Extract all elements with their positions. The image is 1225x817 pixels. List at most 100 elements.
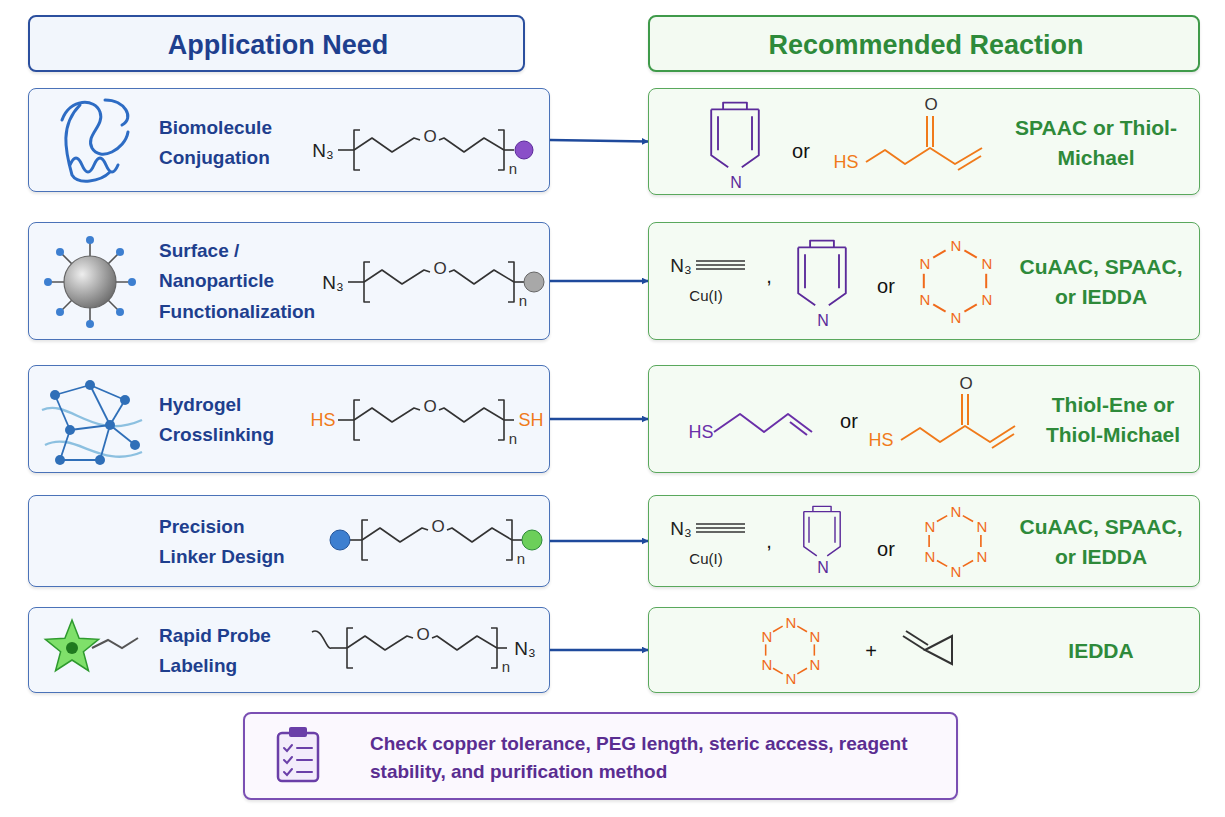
repeat-subscript: n (502, 658, 510, 676)
oxygen-label: O (433, 259, 446, 279)
header-box: Recommended Reaction (648, 15, 1200, 72)
nitrogen-label: N (730, 173, 742, 192)
reaction-name: SPAAC or Thiol-Michael (1011, 113, 1181, 174)
repeat-subscript: n (509, 430, 517, 448)
reaction-box: HS orHS O Thiol-Ene or Thiol-Michael (648, 365, 1200, 473)
application-label: Biomolecule Conjugation (159, 113, 304, 174)
tetrazine-nitrogen: N (951, 503, 962, 521)
tetrazine-nitrogen: N (951, 563, 962, 581)
nitrogen-label: N (817, 558, 829, 577)
thiol-label: HS (688, 422, 713, 444)
connector-word: or (877, 537, 895, 561)
reaction-box: N₃Cu(I),NorNNNNNNCuAAC, SPAAC, or IEDDA (648, 222, 1200, 340)
column-header: Recommended Reaction (768, 29, 1083, 61)
azide-label: N₃ (514, 638, 535, 661)
catalyst-label: Cu(I) (689, 287, 722, 305)
repeat-subscript: n (517, 550, 525, 568)
thiol-michael-chain (866, 116, 1015, 448)
connector-word: + (865, 639, 877, 663)
tetrazine-nitrogen: N (982, 255, 993, 273)
tetrazine-nitrogen: N (925, 518, 936, 536)
oxygen-label: O (423, 127, 436, 147)
tetrazine-nitrogen: N (982, 291, 993, 309)
catalyst-label: Cu(I) (689, 550, 722, 568)
need-box: Precision Linker Design On (28, 495, 550, 587)
column-header: Application Need (168, 29, 389, 61)
nanoparticle-icon (44, 236, 136, 328)
tetrazine-nitrogen: N (977, 518, 988, 536)
reaction-box: NorHS O SPAAC or Thiol-Michael (648, 88, 1200, 195)
tetrazine-nitrogen: N (920, 255, 931, 273)
tetrazine-ring (766, 250, 987, 673)
probe-icon (45, 620, 138, 671)
connector-word: or (792, 139, 810, 163)
tetrazine-nitrogen: N (977, 548, 988, 566)
dbco-structure (711, 103, 846, 556)
alkyne-bond (696, 261, 745, 532)
need-box: Rapid Probe Labeling OnN₃ (28, 607, 550, 693)
hydrogel-icon (42, 380, 142, 465)
protein-icon (62, 100, 128, 181)
application-label: Hydrogel Crosslinking (159, 390, 304, 451)
tetrazine-nitrogen: N (786, 670, 797, 688)
reaction-name: CuAAC, SPAAC, or IEDDA (1011, 252, 1191, 313)
reaction-box: N₃Cu(I),NorNNNNNNCuAAC, SPAAC, or IEDDA (648, 495, 1200, 587)
need-box: Hydrogel Crosslinking HS OnSH (28, 365, 550, 473)
oxygen-label: O (959, 374, 972, 394)
end-group-dot (524, 272, 544, 292)
tetrazine-nitrogen: N (810, 628, 821, 646)
flow-arrow (550, 540, 648, 543)
flow-arrow (550, 280, 648, 283)
end-group-dot (522, 530, 542, 550)
thiol-label: HS (833, 152, 858, 174)
flow-arrow (550, 418, 648, 421)
thiol-ene-chain (714, 414, 812, 435)
oxygen-label: O (423, 397, 436, 417)
methylenecyclopropane (903, 631, 952, 664)
reaction-name: CuAAC, SPAAC, or IEDDA (1011, 512, 1191, 573)
thiol-label: HS (868, 430, 893, 452)
application-label: Surface / Nanoparticle Functionalization (159, 236, 334, 327)
connector-word: , (766, 529, 772, 553)
application-label: Precision Linker Design (159, 512, 304, 573)
clipboard-icon (278, 727, 318, 781)
flow-arrow (550, 649, 648, 652)
end-group-dot (330, 530, 350, 550)
oxygen-label: O (924, 95, 937, 115)
azide-label: N₃ (322, 272, 343, 295)
tetrazine-nitrogen: N (810, 656, 821, 674)
probe-tail (312, 631, 331, 648)
azide-label: N₃ (312, 140, 333, 163)
reaction-name: Thiol-Ene or Thiol-Michael (1033, 390, 1193, 451)
application-label: Rapid Probe Labeling (159, 621, 304, 682)
connector-word: or (877, 274, 895, 298)
oxygen-label: O (431, 517, 444, 537)
checklist-box: Check copper tolerance, PEG length, ster… (243, 712, 958, 800)
connector-word: , (766, 264, 772, 288)
nitrogen-label: N (817, 311, 829, 330)
tetrazine-nitrogen: N (920, 291, 931, 309)
repeat-subscript: n (509, 160, 517, 178)
azide-label: N₃ (670, 518, 691, 541)
need-box: Surface / Nanoparticle Functionalization… (28, 222, 550, 340)
thiol-label: SH (518, 410, 543, 432)
need-box: Biomolecule Conjugation N₃ On (28, 88, 550, 192)
tetrazine-nitrogen: N (786, 614, 797, 632)
checklist-note: Check copper tolerance, PEG length, ster… (370, 730, 940, 785)
reaction-box: NNNNNN+IEDDA (648, 607, 1200, 693)
connector-word: or (840, 409, 858, 433)
header-box: Application Need (28, 15, 525, 72)
tetrazine-nitrogen: N (762, 628, 773, 646)
tetrazine-nitrogen: N (951, 309, 962, 327)
end-group-dot (515, 141, 533, 159)
azide-label: N₃ (670, 255, 691, 278)
tetrazine-nitrogen: N (925, 548, 936, 566)
tetrazine-nitrogen: N (762, 656, 773, 674)
thiol-label: HS (310, 410, 335, 432)
oxygen-label: O (416, 625, 429, 645)
reaction-name: IEDDA (1068, 636, 1133, 666)
peg-chain (331, 130, 524, 668)
repeat-subscript: n (519, 292, 527, 310)
flow-arrow (550, 140, 648, 142)
tetrazine-nitrogen: N (951, 237, 962, 255)
